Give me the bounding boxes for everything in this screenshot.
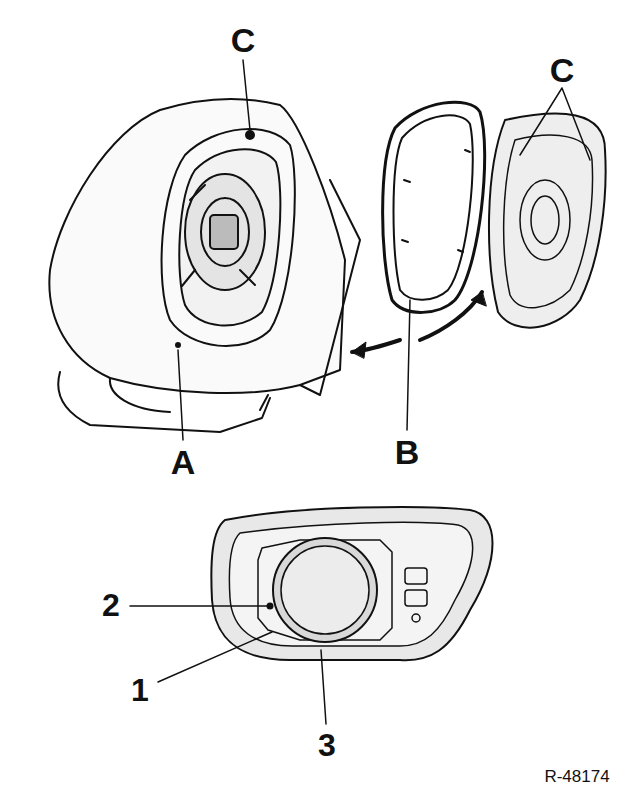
callout-label: C	[231, 23, 256, 57]
callout-label: C	[550, 53, 575, 87]
figure-code: R-48174	[544, 768, 609, 785]
callout-label: 1	[131, 674, 149, 706]
callout-label: B	[395, 435, 420, 469]
callout-label: 2	[102, 589, 120, 621]
callout-label: A	[171, 445, 196, 479]
callout-label: 3	[318, 729, 336, 761]
